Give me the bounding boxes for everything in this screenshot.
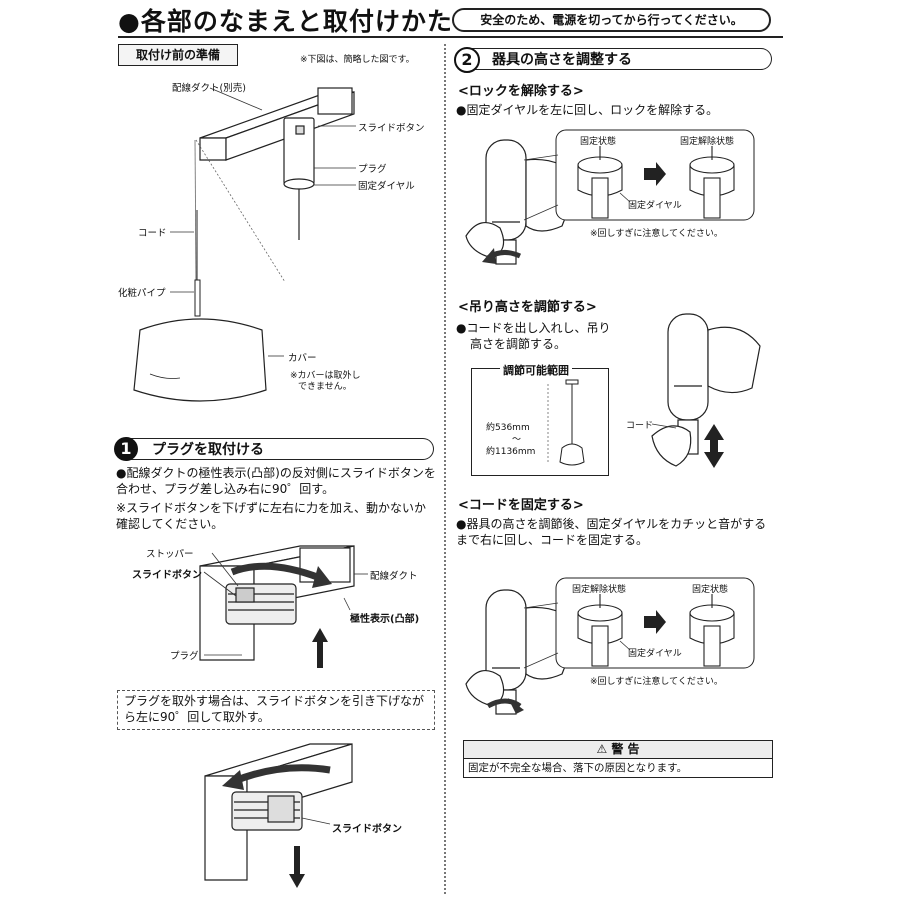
unlock-state-released: 固定解除状態 [680,137,735,147]
label-step1-plug: プラグ [170,651,199,662]
label-plug: プラグ [358,164,387,175]
unlock-heading: <ロックを解除する> [458,84,584,99]
range-min: 約536mm [486,423,530,433]
warning-box: ⚠ 警 告 固定が不完全な場合、落下の原因となります。 [463,740,773,778]
plug-shape [283,117,315,240]
step2-heading: 器具の高さを調整する [462,48,772,70]
height-cord-label: コード [626,421,654,431]
cover-note-2: できません。 [298,382,352,392]
label-slide-button: スライドボタン [358,123,425,134]
simplified-note: ※下図は、簡略した図です。 [300,55,415,65]
label-polarity: 極性表示(凸部) [350,614,420,625]
step1-text-1: ●配線ダクトの極性表示(凸部)の反対側にスライドボタンを合わせ、プラグ差し込み右… [116,466,436,496]
cover-note-1: ※カバーは取外し [290,371,361,381]
up-down-arrow-icon [704,424,724,468]
unlock-state-fixed: 固定状態 [580,137,617,147]
plug-mount-diagram [199,545,368,668]
unlock-caution: ※回しすぎに注意してください。 [590,229,723,239]
lock-heading: <コードを固定する> [458,498,584,513]
fixture-overview-diagram [133,87,356,402]
lock-caution: ※回しすぎに注意してください。 [590,677,723,687]
range-max: 約1136mm [486,447,536,457]
cover-shape [133,318,267,402]
height-text-1: ●コードを出し入れし、吊り [456,321,611,335]
warning-text: 固定が不完全な場合、落下の原因となります。 [468,762,688,774]
label-stopper: ストッパー [146,549,194,560]
label-step1-duct: 配線ダクト [370,571,418,582]
up-arrow-icon [312,628,328,668]
step1-text-2: ※スライドボタンを下げずに左右に力を加え、動かないか確認してください。 [116,501,427,531]
unlock-dial-label: 固定ダイヤル [628,201,682,211]
label-pipe: 化粧パイプ [118,288,166,299]
height-text-2: 高さを調節する。 [470,337,567,351]
prep-heading: 取付け前の準備 [118,44,238,66]
column-divider [444,44,446,894]
unlock-text: ●固定ダイヤルを左に回し、ロックを解除する。 [456,103,719,117]
label-fixing-dial: 固定ダイヤル [358,181,415,192]
label-removal-slide-button: スライドボタン [332,824,402,835]
down-arrow-icon [289,846,305,888]
step1-heading: プラグを取付ける [122,438,434,460]
label-duct: 配線ダクト(別売) [172,83,246,94]
lock-dial-label: 固定ダイヤル [628,649,682,659]
right-arrow-icon-2 [644,610,666,634]
range-sep: 〜 [512,435,522,445]
label-cover: カバー [288,353,317,364]
label-cord: コード [138,228,167,239]
lock-state-fixed: 固定状態 [692,585,729,595]
warning-heading: ⚠ 警 告 [464,741,772,759]
safety-note: 安全のため、電源を切ってから行ってください。 [452,8,771,32]
removal-note: プラグを取外す場合は、スライドボタンを引き下げながら左に90゜回して取外す。 [117,690,435,730]
lock-state-released: 固定解除状態 [572,585,627,595]
step2-number: 2 [454,47,480,73]
label-step1-slide-button: スライドボタン [132,570,202,581]
lock-text: ●器具の高さを調節後、固定ダイヤルをカチッと音がするまで右に回し、コードを固定す… [456,517,767,547]
height-heading: <吊り高さを調節する> [458,300,597,315]
plug-removal-diagram [204,743,353,888]
step1-number: 1 [114,437,138,461]
page-title: ●各部のなまえと取付けかた [118,7,453,36]
header-rule [118,36,783,38]
range-title: 調節可能範囲 [500,362,572,378]
right-arrow-icon [644,162,666,186]
